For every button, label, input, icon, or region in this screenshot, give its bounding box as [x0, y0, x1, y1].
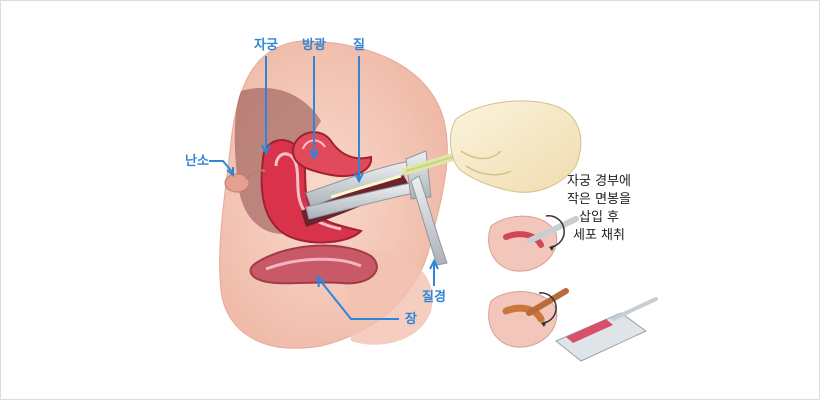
label-vagina: 질: [353, 38, 365, 53]
procedure-caption: 자궁 경부에 작은 면봉을 삽입 후 세포 채취: [567, 174, 631, 243]
caption-line-2: 작은 면봉을: [567, 192, 631, 207]
ovary-organ: [224, 169, 266, 193]
label-rectum: 장: [405, 311, 417, 327]
label-bladder: 방광: [302, 37, 326, 53]
label-ovary: 난소: [185, 154, 209, 169]
caption-line-4: 세포 채취: [573, 228, 625, 243]
label-speculum: 질경: [422, 289, 446, 305]
label-uterus: 자궁: [254, 38, 278, 53]
inset-cervix-swab-1: [488, 215, 579, 272]
rectum-organ: [249, 244, 378, 285]
inset-cervix-swab-2: [488, 288, 569, 348]
glass-slide: [555, 297, 658, 362]
caption-line-3: 삽입 후: [579, 210, 619, 225]
hand-illustration: [449, 100, 582, 193]
bladder-organ: [291, 131, 373, 177]
leader-lines: [209, 56, 439, 320]
caption-line-1: 자궁 경부에: [567, 174, 631, 189]
